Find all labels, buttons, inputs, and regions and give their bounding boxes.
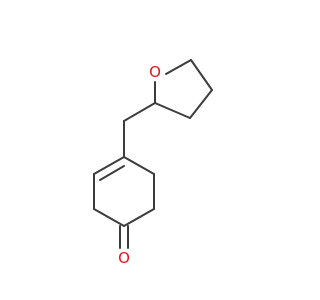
bond-ch2-to-ch [154,102,191,119]
molecule-drawing: O O [93,59,213,267]
ring-oxygen-label: O [149,63,161,81]
bond-c6-c1-double-outer [93,156,125,175]
tetrahydrofuran-ring [154,59,213,119]
bond-c4-c5 [93,208,125,227]
ketone-group [119,225,129,249]
bond-ring-o-to-ch2 [165,59,192,75]
bond-c6-c1-double-inner [99,165,125,181]
structure-canvas: O O [93,59,213,267]
ketone-oxygen-label: O [118,249,130,267]
bond-c3-c4 [123,208,155,227]
bond-linker-ch-to-ch2 [123,102,156,122]
bond-ch2-ch2-top [190,59,213,91]
bond-c1-c2 [123,156,155,175]
cyclohexenone-ring [93,156,155,227]
bond-ch2-ch2-side [189,89,213,119]
